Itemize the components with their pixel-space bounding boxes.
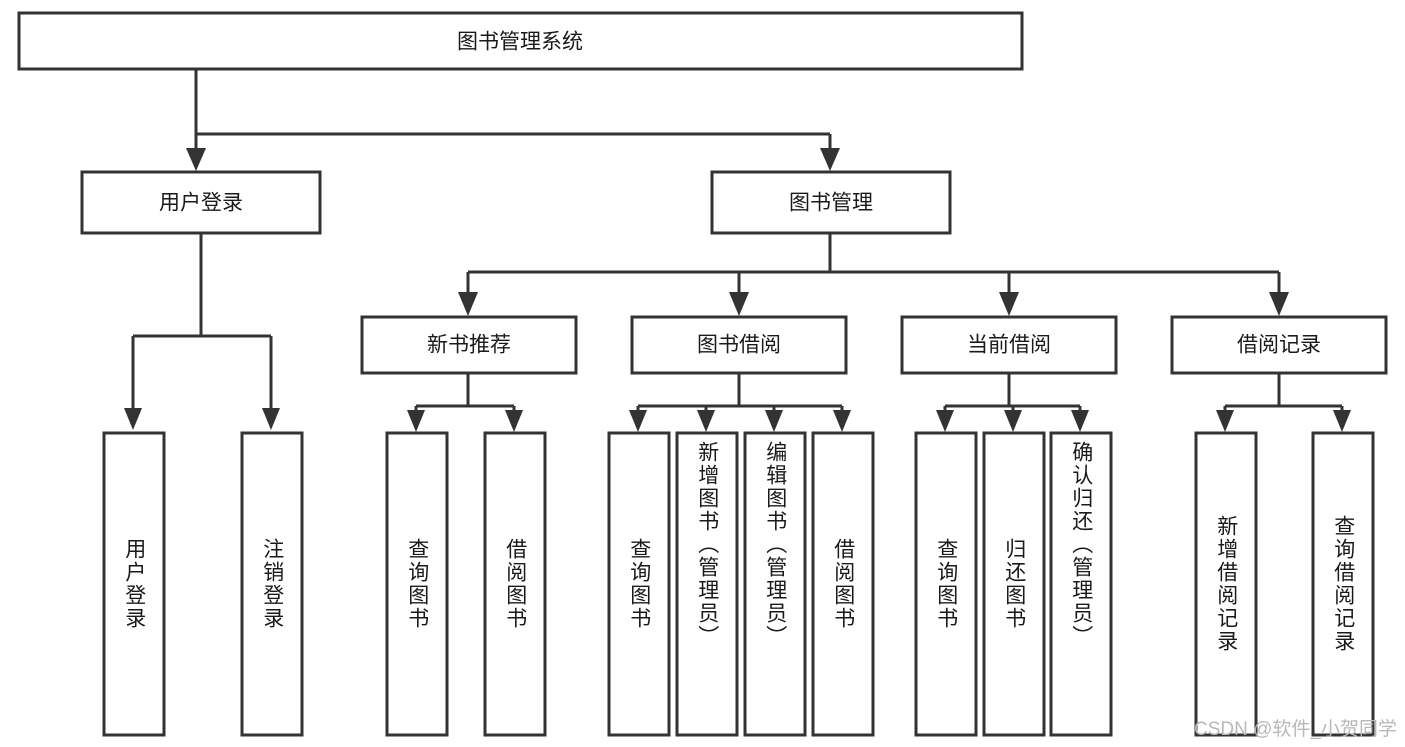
arrow-head-icon bbox=[262, 408, 280, 430]
node-new-book-recommend[interactable]: 新书推荐 bbox=[360, 315, 578, 375]
arrow-head-icon bbox=[629, 410, 647, 432]
node-label: 借阅记录 bbox=[1237, 334, 1321, 357]
node-label: 图书借阅 bbox=[697, 334, 781, 357]
arrow-head-icon bbox=[458, 292, 478, 316]
arrow-head-icon bbox=[186, 148, 206, 171]
connector-borrow-record-to-leaves bbox=[1216, 373, 1351, 432]
node-box-leaf-query-record[interactable] bbox=[1311, 431, 1375, 737]
connector-current-borrow-to-leaves bbox=[936, 373, 1089, 432]
node-box-leaf-user-login[interactable] bbox=[102, 431, 166, 737]
arrow-head-icon bbox=[936, 410, 954, 432]
arrow-head-icon bbox=[1004, 410, 1022, 432]
arrow-head-icon bbox=[1071, 410, 1089, 432]
node-box[interactable] bbox=[630, 315, 848, 375]
connector-user-login-to-leaves bbox=[124, 233, 280, 430]
arrow-head-icon bbox=[697, 410, 715, 432]
node-label: 用户登录 bbox=[159, 192, 243, 215]
node-box-leaf-add-record[interactable] bbox=[1194, 431, 1258, 737]
node-box-leaf-borrow-book-1[interactable] bbox=[483, 431, 547, 737]
node-label: 图书管理系统 bbox=[457, 31, 583, 54]
connector-book-borrow-to-leaves bbox=[629, 373, 851, 432]
node-box[interactable] bbox=[360, 315, 578, 375]
node-book-manage[interactable]: 图书管理 bbox=[710, 170, 952, 235]
arrow-head-icon bbox=[124, 408, 142, 430]
node-box-leaf-return-book[interactable] bbox=[982, 431, 1046, 737]
node-box-leaf-logout-login[interactable] bbox=[240, 431, 304, 737]
arrow-head-icon bbox=[505, 410, 523, 432]
node-borrow-record[interactable]: 借阅记录 bbox=[1170, 315, 1388, 375]
connector-book-manage-to-level3 bbox=[458, 233, 1289, 316]
node-current-borrow[interactable]: 当前借阅 bbox=[900, 315, 1118, 375]
node-box[interactable] bbox=[17, 11, 1024, 71]
node-box-leaf-borrow-book-2[interactable] bbox=[811, 431, 875, 737]
node-box[interactable] bbox=[900, 315, 1118, 375]
node-label: 图书管理 bbox=[789, 192, 873, 215]
arrow-head-icon bbox=[765, 410, 783, 432]
connector-new-book-recommend-to-leaves bbox=[407, 373, 523, 432]
node-user-login[interactable]: 用户登录 bbox=[80, 170, 322, 235]
node-box-leaf-query-book-1[interactable] bbox=[385, 431, 449, 737]
node-root[interactable]: 图书管理系统 bbox=[17, 11, 1024, 71]
arrow-head-icon bbox=[1333, 410, 1351, 432]
node-box-leaf-query-book-2[interactable] bbox=[607, 431, 671, 737]
node-label: 新书推荐 bbox=[427, 334, 511, 357]
arrow-head-icon bbox=[729, 292, 749, 316]
watermark-text: CSDN @软件_小贺同学 bbox=[1194, 719, 1397, 740]
node-label: 当前借阅 bbox=[967, 334, 1051, 357]
arrow-head-icon bbox=[999, 292, 1019, 316]
node-box-leaf-query-book-3[interactable] bbox=[914, 431, 978, 737]
node-box-leaf-add-book[interactable] bbox=[675, 431, 739, 737]
arrow-head-icon bbox=[833, 410, 851, 432]
arrow-head-icon bbox=[1269, 292, 1289, 316]
node-box-leaf-edit-book[interactable] bbox=[743, 431, 807, 737]
arrow-head-icon bbox=[1216, 410, 1234, 432]
node-box[interactable] bbox=[710, 170, 952, 235]
node-box[interactable] bbox=[1170, 315, 1388, 375]
node-box[interactable] bbox=[80, 170, 322, 235]
arrow-head-icon bbox=[820, 148, 840, 171]
connector-root-to-level2 bbox=[186, 70, 840, 171]
arrow-head-icon bbox=[407, 410, 425, 432]
node-book-borrow[interactable]: 图书借阅 bbox=[630, 315, 848, 375]
node-box-leaf-confirm-return[interactable] bbox=[1049, 431, 1113, 737]
